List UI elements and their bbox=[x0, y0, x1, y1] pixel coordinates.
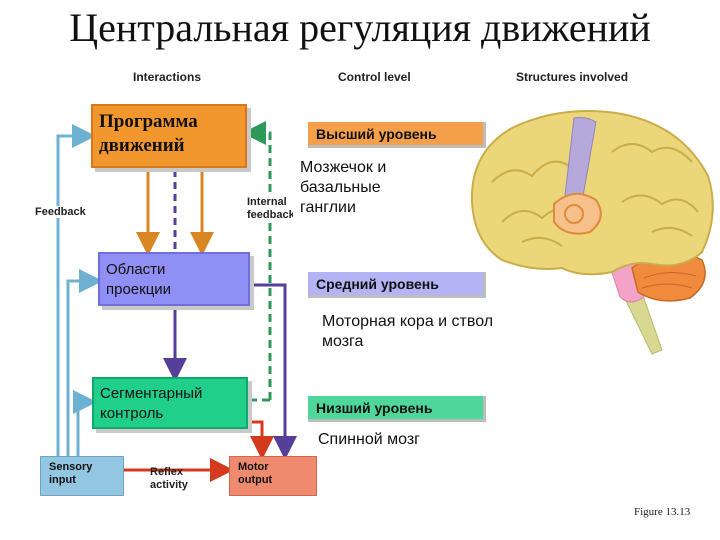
internal-feedback-label: Internal feedback bbox=[247, 196, 293, 223]
sensory-input-line1: Sensory bbox=[49, 461, 93, 473]
reflex-activity-label: Reflex activity bbox=[150, 466, 188, 492]
structures-high-line3: ганглии bbox=[300, 199, 356, 216]
arrow-sensory-to-segmental bbox=[73, 390, 97, 456]
structures-high: Мозжечок и базальные ганглии bbox=[300, 158, 386, 218]
arrow-sensory-to-projection bbox=[66, 269, 103, 456]
internal-feedback-line1: Internal bbox=[247, 196, 287, 208]
projection-box-line2: проекции bbox=[106, 280, 172, 298]
structures-high-line1: Мозжечок и bbox=[300, 159, 387, 176]
sensory-input-box: Sensory input bbox=[40, 456, 124, 496]
arrow-segmental-to-motor bbox=[248, 420, 274, 460]
motor-output-line2: output bbox=[238, 474, 273, 487]
basal-ganglia bbox=[553, 193, 602, 235]
motor-output-line1: Motor bbox=[238, 461, 269, 473]
column-header-interactions: Interactions bbox=[133, 70, 202, 84]
program-box-line2: движений bbox=[99, 134, 185, 156]
reflex-line2: activity bbox=[150, 479, 188, 492]
projection-box-line1: Области bbox=[106, 261, 166, 278]
level-low: Низший уровень bbox=[308, 396, 486, 422]
reflex-line1: Reflex bbox=[150, 466, 184, 478]
motor-output-box: Motor output bbox=[229, 456, 317, 496]
segmental-box-line2: контроль bbox=[100, 404, 164, 422]
arrow-internal-feedback bbox=[242, 121, 272, 400]
sensory-input-line2: input bbox=[49, 474, 76, 487]
projection-box: Области проекции bbox=[98, 252, 250, 306]
arrow-feedback-to-program bbox=[56, 124, 96, 456]
feedback-label: Feedback bbox=[34, 206, 87, 218]
structures-high-line2: базальные bbox=[300, 179, 381, 196]
page-title: Центральная регуляция движений bbox=[69, 5, 651, 50]
structures-mid-line2: мозга bbox=[322, 333, 364, 350]
structures-mid-line1: Моторная кора и ствол bbox=[322, 313, 494, 330]
column-header-structures: Structures involved bbox=[516, 70, 629, 84]
program-box: Программа движений bbox=[91, 104, 247, 168]
internal-feedback-line2: feedback bbox=[247, 209, 293, 222]
brain-illustration bbox=[470, 110, 714, 355]
segmental-box: Сегментарный контроль bbox=[92, 377, 248, 429]
structures-mid: Моторная кора и ствол мозга bbox=[322, 312, 493, 352]
column-header-control-level: Control level bbox=[338, 70, 411, 84]
figure-caption: Figure 13.13 bbox=[634, 506, 691, 518]
arrow-projection-to-motor bbox=[252, 283, 297, 460]
program-box-line1: Программа bbox=[99, 111, 198, 132]
level-mid: Средний уровень bbox=[308, 272, 486, 298]
segmental-box-line1: Сегментарный bbox=[100, 385, 203, 402]
level-high: Высший уровень bbox=[308, 122, 486, 148]
structures-low: Спинной мозг bbox=[318, 431, 420, 448]
